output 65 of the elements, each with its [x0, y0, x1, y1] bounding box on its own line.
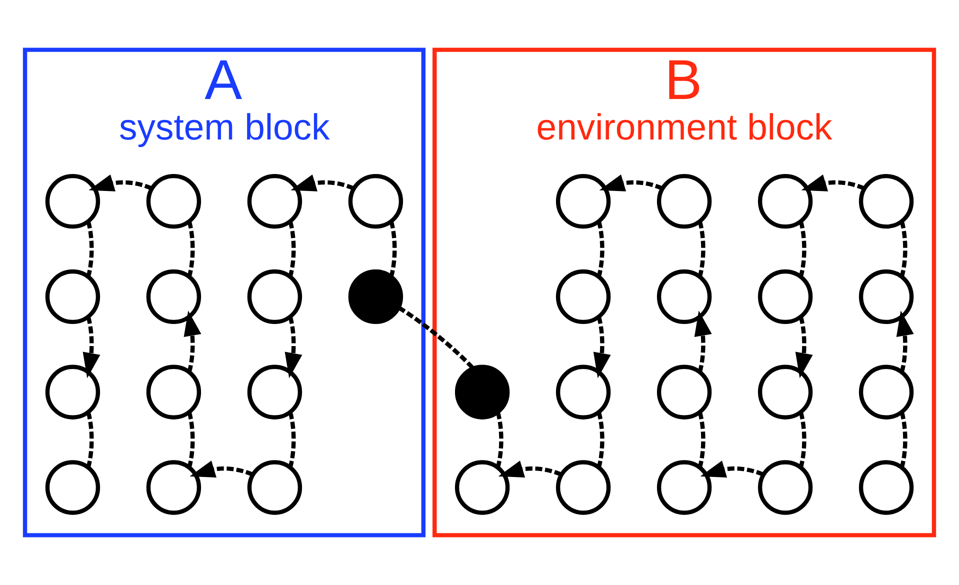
connector — [596, 412, 604, 468]
connector — [698, 220, 706, 278]
node-circle — [454, 364, 510, 420]
node-circle — [247, 460, 302, 515]
connector — [798, 220, 806, 278]
node-circle — [146, 460, 202, 515]
connector — [900, 220, 908, 278]
node-circle — [556, 174, 611, 229]
connector — [288, 220, 296, 278]
node-circle — [556, 269, 611, 324]
arrow — [498, 460, 562, 478]
node-circle — [656, 174, 712, 229]
node-circle — [556, 364, 611, 420]
connector — [900, 412, 908, 468]
node-circle — [45, 364, 100, 420]
connector — [86, 220, 94, 278]
connector — [187, 220, 195, 278]
node-circle — [758, 174, 813, 229]
connector — [86, 412, 94, 468]
arrow — [284, 316, 302, 378]
node-circle — [656, 364, 712, 420]
node-circle — [146, 174, 202, 229]
connector — [698, 412, 706, 468]
connector — [596, 220, 604, 278]
node-circle — [858, 269, 914, 324]
node-circle — [858, 174, 914, 229]
cluster: A system block — [22, 48, 426, 538]
arrow — [593, 316, 611, 378]
connector — [798, 412, 806, 468]
node-circle — [758, 364, 813, 420]
node-circle — [45, 174, 100, 229]
node-circle — [45, 460, 100, 515]
arrow — [700, 460, 764, 478]
connector — [389, 220, 397, 278]
arrow — [190, 460, 254, 478]
arrow — [801, 174, 865, 192]
arrow — [82, 316, 100, 378]
connector — [288, 412, 296, 468]
node-circle — [45, 269, 100, 324]
connector — [187, 412, 195, 468]
node-circle — [348, 174, 404, 229]
arrow — [290, 174, 354, 192]
node-circle — [247, 269, 302, 324]
node-circle — [858, 460, 914, 515]
node-circle — [247, 174, 302, 229]
connector — [398, 306, 475, 370]
node-circle — [656, 269, 712, 324]
cluster: B environment block — [432, 48, 936, 538]
node-circle — [146, 269, 202, 324]
arrow — [694, 310, 712, 372]
arrow — [599, 174, 663, 192]
node-circle — [858, 364, 914, 420]
arrow — [184, 310, 202, 372]
node-circle — [556, 460, 611, 515]
node-circle — [146, 364, 202, 420]
node-circle — [454, 460, 510, 515]
arrow — [88, 174, 152, 192]
node-circle — [247, 364, 302, 420]
connector — [496, 412, 504, 468]
node-circle — [758, 269, 813, 324]
node-circle — [656, 460, 712, 515]
node-circle — [348, 269, 404, 324]
arrow — [795, 316, 813, 378]
node-circle — [758, 460, 813, 515]
arrow — [896, 310, 914, 372]
